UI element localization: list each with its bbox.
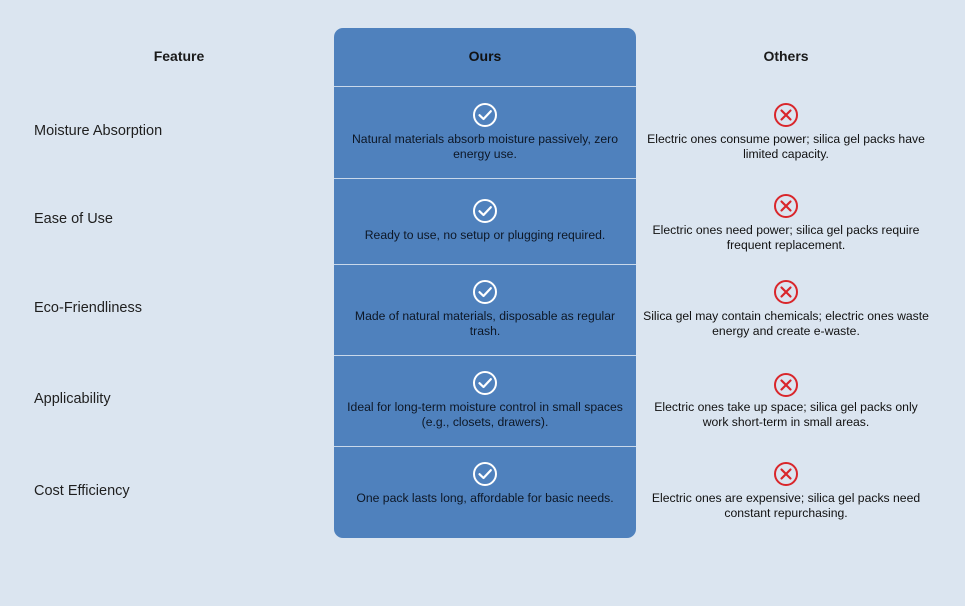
cross-circle-icon <box>774 280 798 304</box>
ours-description: Ideal for long-term moisture control in … <box>347 400 623 429</box>
ours-description: Natural materials absorb moisture passiv… <box>352 132 618 161</box>
others-cell: Electric ones take up space; silica gel … <box>640 372 932 430</box>
others-description: Electric ones are expensive; silica gel … <box>651 491 921 520</box>
row-divider <box>334 86 636 87</box>
others-description: Silica gel may contain chemicals; electr… <box>643 309 929 338</box>
others-cell: Silica gel may contain chemicals; electr… <box>640 279 932 339</box>
feature-label: Applicability <box>34 391 111 407</box>
check-circle-icon <box>473 199 497 223</box>
feature-label: Cost Efficiency <box>34 483 130 499</box>
others-cell: Electric ones consume power; silica gel … <box>640 102 932 162</box>
ours-cell: Natural materials absorb moisture passiv… <box>334 102 636 162</box>
row-divider <box>334 355 636 356</box>
ours-cell: Ideal for long-term moisture control in … <box>334 370 636 430</box>
row-divider <box>334 446 636 447</box>
check-circle-icon <box>473 462 497 486</box>
row-divider <box>334 264 636 265</box>
cross-circle-icon <box>774 103 798 127</box>
cross-circle-icon <box>774 373 798 397</box>
ours-description: Made of natural materials, disposable as… <box>354 309 616 338</box>
ours-description: Ready to use, no setup or plugging requi… <box>364 228 606 242</box>
ours-cell: One pack lasts long, affordable for basi… <box>334 461 636 506</box>
others-description: Electric ones consume power; silica gel … <box>647 132 925 161</box>
feature-column-header: Feature <box>153 48 205 64</box>
check-circle-icon <box>473 103 497 127</box>
check-circle-icon <box>473 371 497 395</box>
ours-column-panel <box>334 28 636 538</box>
others-description: Electric ones take up space; silica gel … <box>654 400 918 429</box>
feature-label: Moisture Absorption <box>34 123 163 139</box>
others-description: Electric ones need power; silica gel pac… <box>652 223 920 252</box>
feature-label: Eco-Friendliness <box>34 300 142 316</box>
cross-circle-icon <box>774 462 798 486</box>
others-cell: Electric ones need power; silica gel pac… <box>640 193 932 253</box>
ours-cell: Ready to use, no setup or plugging requi… <box>334 198 636 243</box>
others-cell: Electric ones are expensive; silica gel … <box>640 461 932 521</box>
others-column-header: Others <box>763 48 809 64</box>
row-divider <box>334 178 636 179</box>
ours-description: One pack lasts long, affordable for basi… <box>356 491 614 505</box>
check-circle-icon <box>473 280 497 304</box>
ours-column-header: Ours <box>468 48 502 64</box>
feature-label: Ease of Use <box>34 211 113 227</box>
cross-circle-icon <box>774 194 798 218</box>
ours-cell: Made of natural materials, disposable as… <box>334 279 636 339</box>
